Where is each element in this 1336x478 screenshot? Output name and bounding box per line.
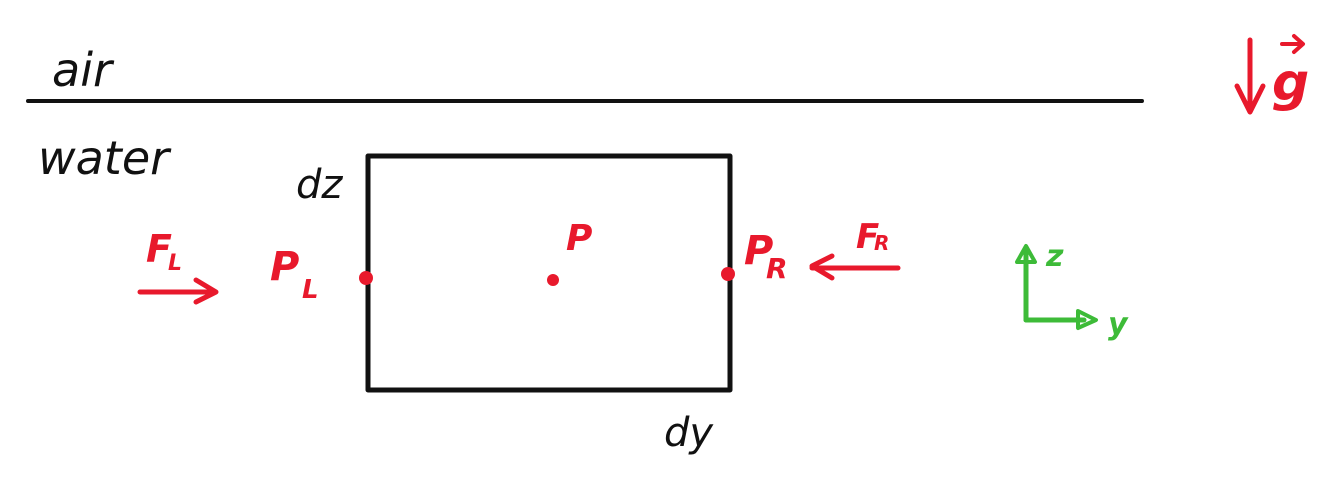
right-force-label: F <box>856 217 879 257</box>
fluid-element-box <box>365 153 733 393</box>
left-force-arrow-icon <box>137 277 219 305</box>
left-pressure-point <box>359 271 373 285</box>
air-label: air <box>52 43 115 97</box>
center-pressure-point <box>547 274 559 286</box>
right-pressure-subscript: R <box>766 252 788 285</box>
gravity-arrow-icon <box>1234 37 1266 115</box>
dz-label: dz <box>296 162 343 208</box>
y-axis-label: y <box>1108 307 1129 342</box>
left-pressure-subscript: L <box>302 275 319 305</box>
y-axis-arrowhead-icon <box>1076 309 1098 330</box>
z-axis-label: z <box>1045 239 1064 274</box>
dy-label: dy <box>664 410 714 456</box>
left-pressure-label: P <box>270 244 299 290</box>
right-pressure-label: P <box>744 228 773 274</box>
right-pressure-point <box>721 267 735 281</box>
left-force-subscript: L <box>168 251 182 276</box>
water-label: water <box>38 131 172 185</box>
right-force-arrow-icon <box>809 253 901 281</box>
gravity-label: g <box>1272 53 1309 113</box>
coordinate-axes <box>1015 244 1098 330</box>
gravity-vector-hat-icon <box>1280 34 1305 54</box>
left-force-label: F <box>146 227 172 271</box>
right-force-subscript: R <box>874 231 889 255</box>
z-axis-arrowhead-icon <box>1015 244 1037 264</box>
center-pressure-label: P <box>566 218 592 259</box>
